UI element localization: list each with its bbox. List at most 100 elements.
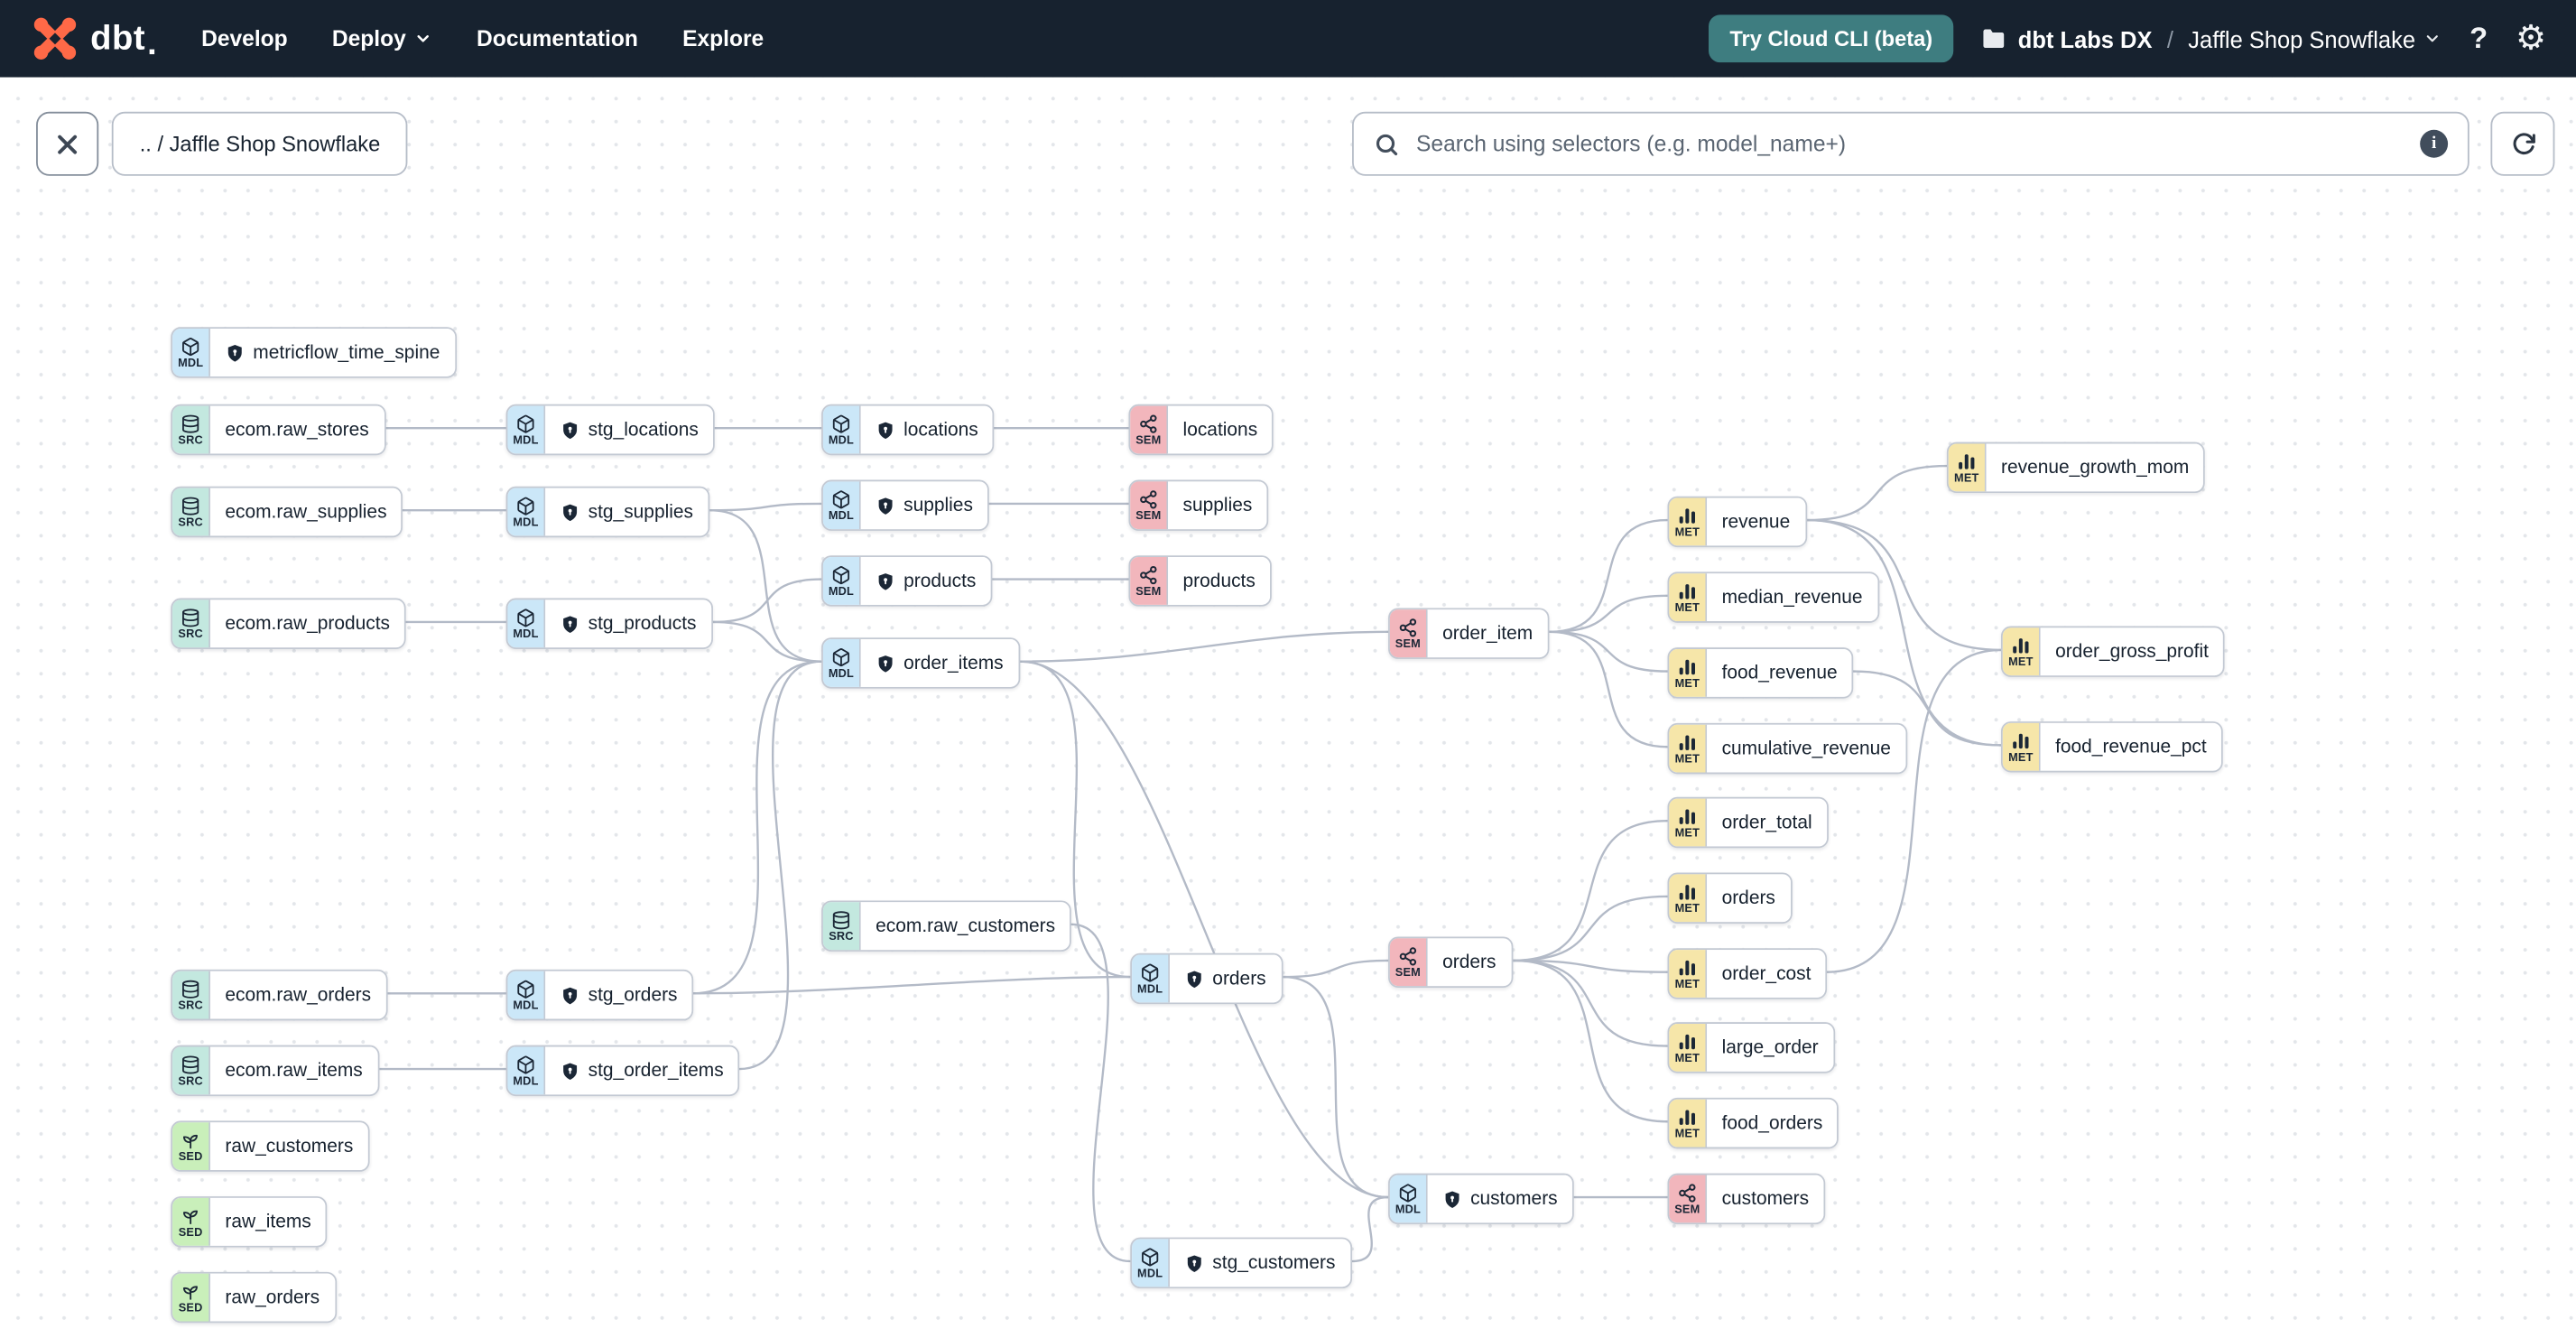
shield-icon [878,497,893,514]
node-label: food_orders [1707,1099,1838,1148]
metric-icon: MET [1669,950,1708,998]
node-label: metricflow_time_spine [209,329,455,376]
node-label: cumulative_revenue [1707,724,1906,773]
node-label: raw_orders [209,1273,335,1322]
node-label: food_revenue [1707,648,1852,697]
node-label: stg_products [545,599,711,648]
shield-icon [1445,1190,1459,1208]
node-label: ecom.raw_supplies [209,488,402,536]
refresh-button[interactable] [2490,111,2555,176]
node-label: products [860,557,991,605]
try-cloud-cli-button[interactable]: Try Cloud CLI (beta) [1708,14,1954,63]
node-label: stg_customers [1169,1239,1350,1287]
semantic-model-icon: SEM [1130,481,1169,530]
gear-icon[interactable]: ⚙ [2516,19,2547,58]
metric-icon: MET [1948,443,1987,492]
node-label: ecom.raw_stores [209,405,385,454]
nav-item-deploy[interactable]: Deploy [332,26,432,51]
model-icon: MDL [507,405,546,454]
seed-icon: SED [172,1273,210,1322]
source-icon: SRC [822,902,861,951]
metric-icon: MET [1669,874,1708,923]
account-menu[interactable]: dbt Labs DX [1982,25,2152,51]
search-input[interactable] [1413,129,2407,158]
nav-item-explore[interactable]: Explore [682,26,764,51]
info-icon[interactable]: i [2420,129,2449,158]
project-selector[interactable]: Jaffle Shop Snowflake [2188,25,2442,51]
shield-icon [1187,970,1201,988]
metric-icon: MET [1669,497,1708,546]
model-icon: MDL [172,329,210,376]
lineage-breadcrumb[interactable]: .. / Jaffle Shop Snowflake [111,111,409,176]
close-lineage-button[interactable] [36,111,99,176]
model-icon: MDL [507,971,546,1019]
nav-item-documentation[interactable]: Documentation [477,26,638,51]
semantic-model-icon: SEM [1130,405,1169,454]
dbt-logo-icon [33,17,77,60]
node-label: raw_items [209,1197,327,1246]
shield-icon [563,986,578,1004]
model-icon: MDL [507,599,546,648]
node-label: ecom.raw_orders [209,971,386,1019]
chevron-down-icon [2427,35,2439,42]
selector-search: i [1352,111,2469,176]
help-icon[interactable]: ? [2469,21,2488,55]
node-label: locations [1168,405,1273,454]
nav-item-develop[interactable]: Develop [201,26,288,51]
node-label: stg_order_items [545,1046,739,1095]
metric-icon: MET [1669,798,1708,847]
node-label: orders [1169,954,1282,1003]
semantic-model-icon: SEM [1130,557,1169,605]
node-label: order_cost [1707,950,1826,998]
node-label: order_item [1427,609,1548,658]
dbt-logo[interactable]: dbt [32,16,153,60]
model-icon: MDL [822,481,861,530]
node-label: ecom.raw_customers [860,902,1070,951]
metric-icon: MET [2002,627,2041,676]
search-icon [1376,133,1398,155]
project-breadcrumb: dbt Labs DX / Jaffle Shop Snowflake [1982,25,2442,51]
node-label: order_items [860,639,1019,687]
